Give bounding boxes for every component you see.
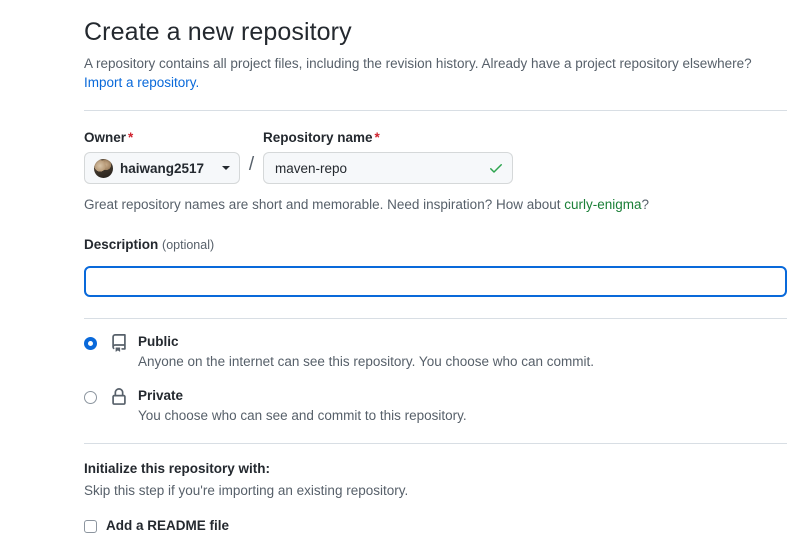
repo-icon [112, 334, 126, 352]
hint-suffix: ? [641, 197, 650, 212]
owner-name-row: Owner* haiwang2517 / Repository name* [84, 129, 787, 184]
chevron-down-icon [222, 166, 230, 170]
divider-visibility [84, 318, 787, 319]
visibility-public-text: Public Anyone on the internet can see th… [138, 333, 787, 371]
hint-prefix: Great repository names are short and mem… [84, 197, 565, 212]
page-subtitle: A repository contains all project files,… [84, 54, 787, 92]
divider-header [84, 110, 787, 111]
owner-field: Owner* haiwang2517 [84, 129, 240, 184]
repository-name-input[interactable] [263, 152, 513, 184]
description-optional-text: (optional) [162, 238, 215, 252]
checkbox-add-readme[interactable] [84, 520, 97, 533]
visibility-private-description: You choose who can see and commit to thi… [138, 408, 467, 423]
repository-name-hint: Great repository names are short and mem… [84, 195, 787, 214]
path-separator: / [248, 154, 255, 175]
visibility-public-description: Anyone on the internet can see this repo… [138, 354, 595, 369]
owner-required-asterisk: * [128, 130, 134, 145]
divider-initialize [84, 443, 787, 444]
repository-name-label-text: Repository name [263, 130, 373, 145]
initialize-section: Initialize this repository with: Skip th… [84, 459, 787, 534]
create-repository-page: Create a new repository A repository con… [84, 18, 787, 533]
description-input[interactable] [84, 266, 787, 297]
visibility-private-title[interactable]: Private [138, 388, 184, 403]
readme-checkbox-row[interactable]: Add a README file [84, 517, 787, 534]
visibility-group: Public Anyone on the internet can see th… [84, 333, 787, 425]
visibility-private-text: Private You choose who can see and commi… [138, 387, 787, 425]
repository-name-field: Repository name* [263, 129, 513, 184]
description-label: Description (optional) [84, 236, 787, 254]
lock-icon [112, 388, 126, 405]
check-icon [490, 164, 502, 173]
page-title: Create a new repository [84, 18, 352, 46]
checkbox-add-readme-label[interactable]: Add a README file [106, 518, 230, 533]
form-container: Create a new repository A repository con… [84, 0, 787, 534]
initialize-subtitle: Skip this step if you're importing an ex… [84, 483, 409, 498]
owner-select-button[interactable]: haiwang2517 [84, 152, 240, 184]
repository-name-required-asterisk: * [374, 130, 380, 145]
radio-public[interactable] [84, 337, 97, 350]
visibility-option-private[interactable]: Private You choose who can see and commi… [84, 387, 787, 425]
owner-name-value: haiwang2517 [120, 160, 205, 176]
owner-label-text: Owner [84, 130, 127, 145]
import-repository-link[interactable]: Import a repository. [84, 75, 200, 90]
radio-private[interactable] [84, 391, 97, 404]
repository-name-input-wrap [263, 152, 513, 184]
description-field: Description (optional) [84, 236, 787, 297]
owner-label: Owner* [84, 129, 240, 146]
avatar [94, 158, 113, 178]
page-subtitle-text: A repository contains all project files,… [84, 56, 752, 71]
repository-name-label: Repository name* [263, 129, 513, 146]
initialize-title: Initialize this repository with: [84, 461, 271, 476]
visibility-public-title[interactable]: Public [138, 334, 179, 349]
description-label-text: Description [84, 237, 159, 252]
visibility-option-public[interactable]: Public Anyone on the internet can see th… [84, 333, 787, 371]
name-suggestion-link[interactable]: curly-enigma [564, 197, 642, 212]
